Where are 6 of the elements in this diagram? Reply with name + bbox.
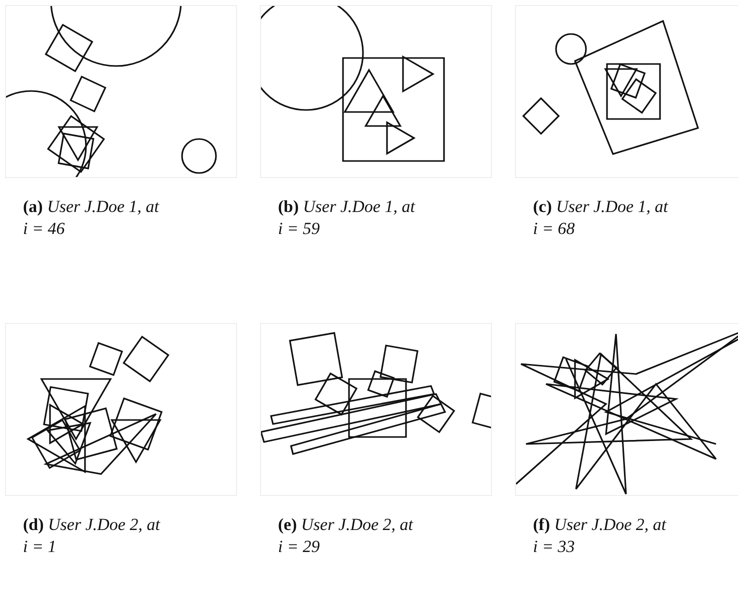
figure-caption: (c) User J.Doe 1, at i = 68: [533, 196, 670, 240]
figure-caption: (a) User J.Doe 1, at i = 46: [23, 196, 160, 240]
figure-caption: (e) User J.Doe 2, at i = 29: [278, 514, 414, 558]
figure-caption: (f) User J.Doe 2, at i = 33: [533, 514, 668, 558]
figure-caption: (b) User J.Doe 1, at i = 59: [278, 196, 416, 240]
figure-caption: (d) User J.Doe 2, at i = 1: [23, 514, 162, 558]
